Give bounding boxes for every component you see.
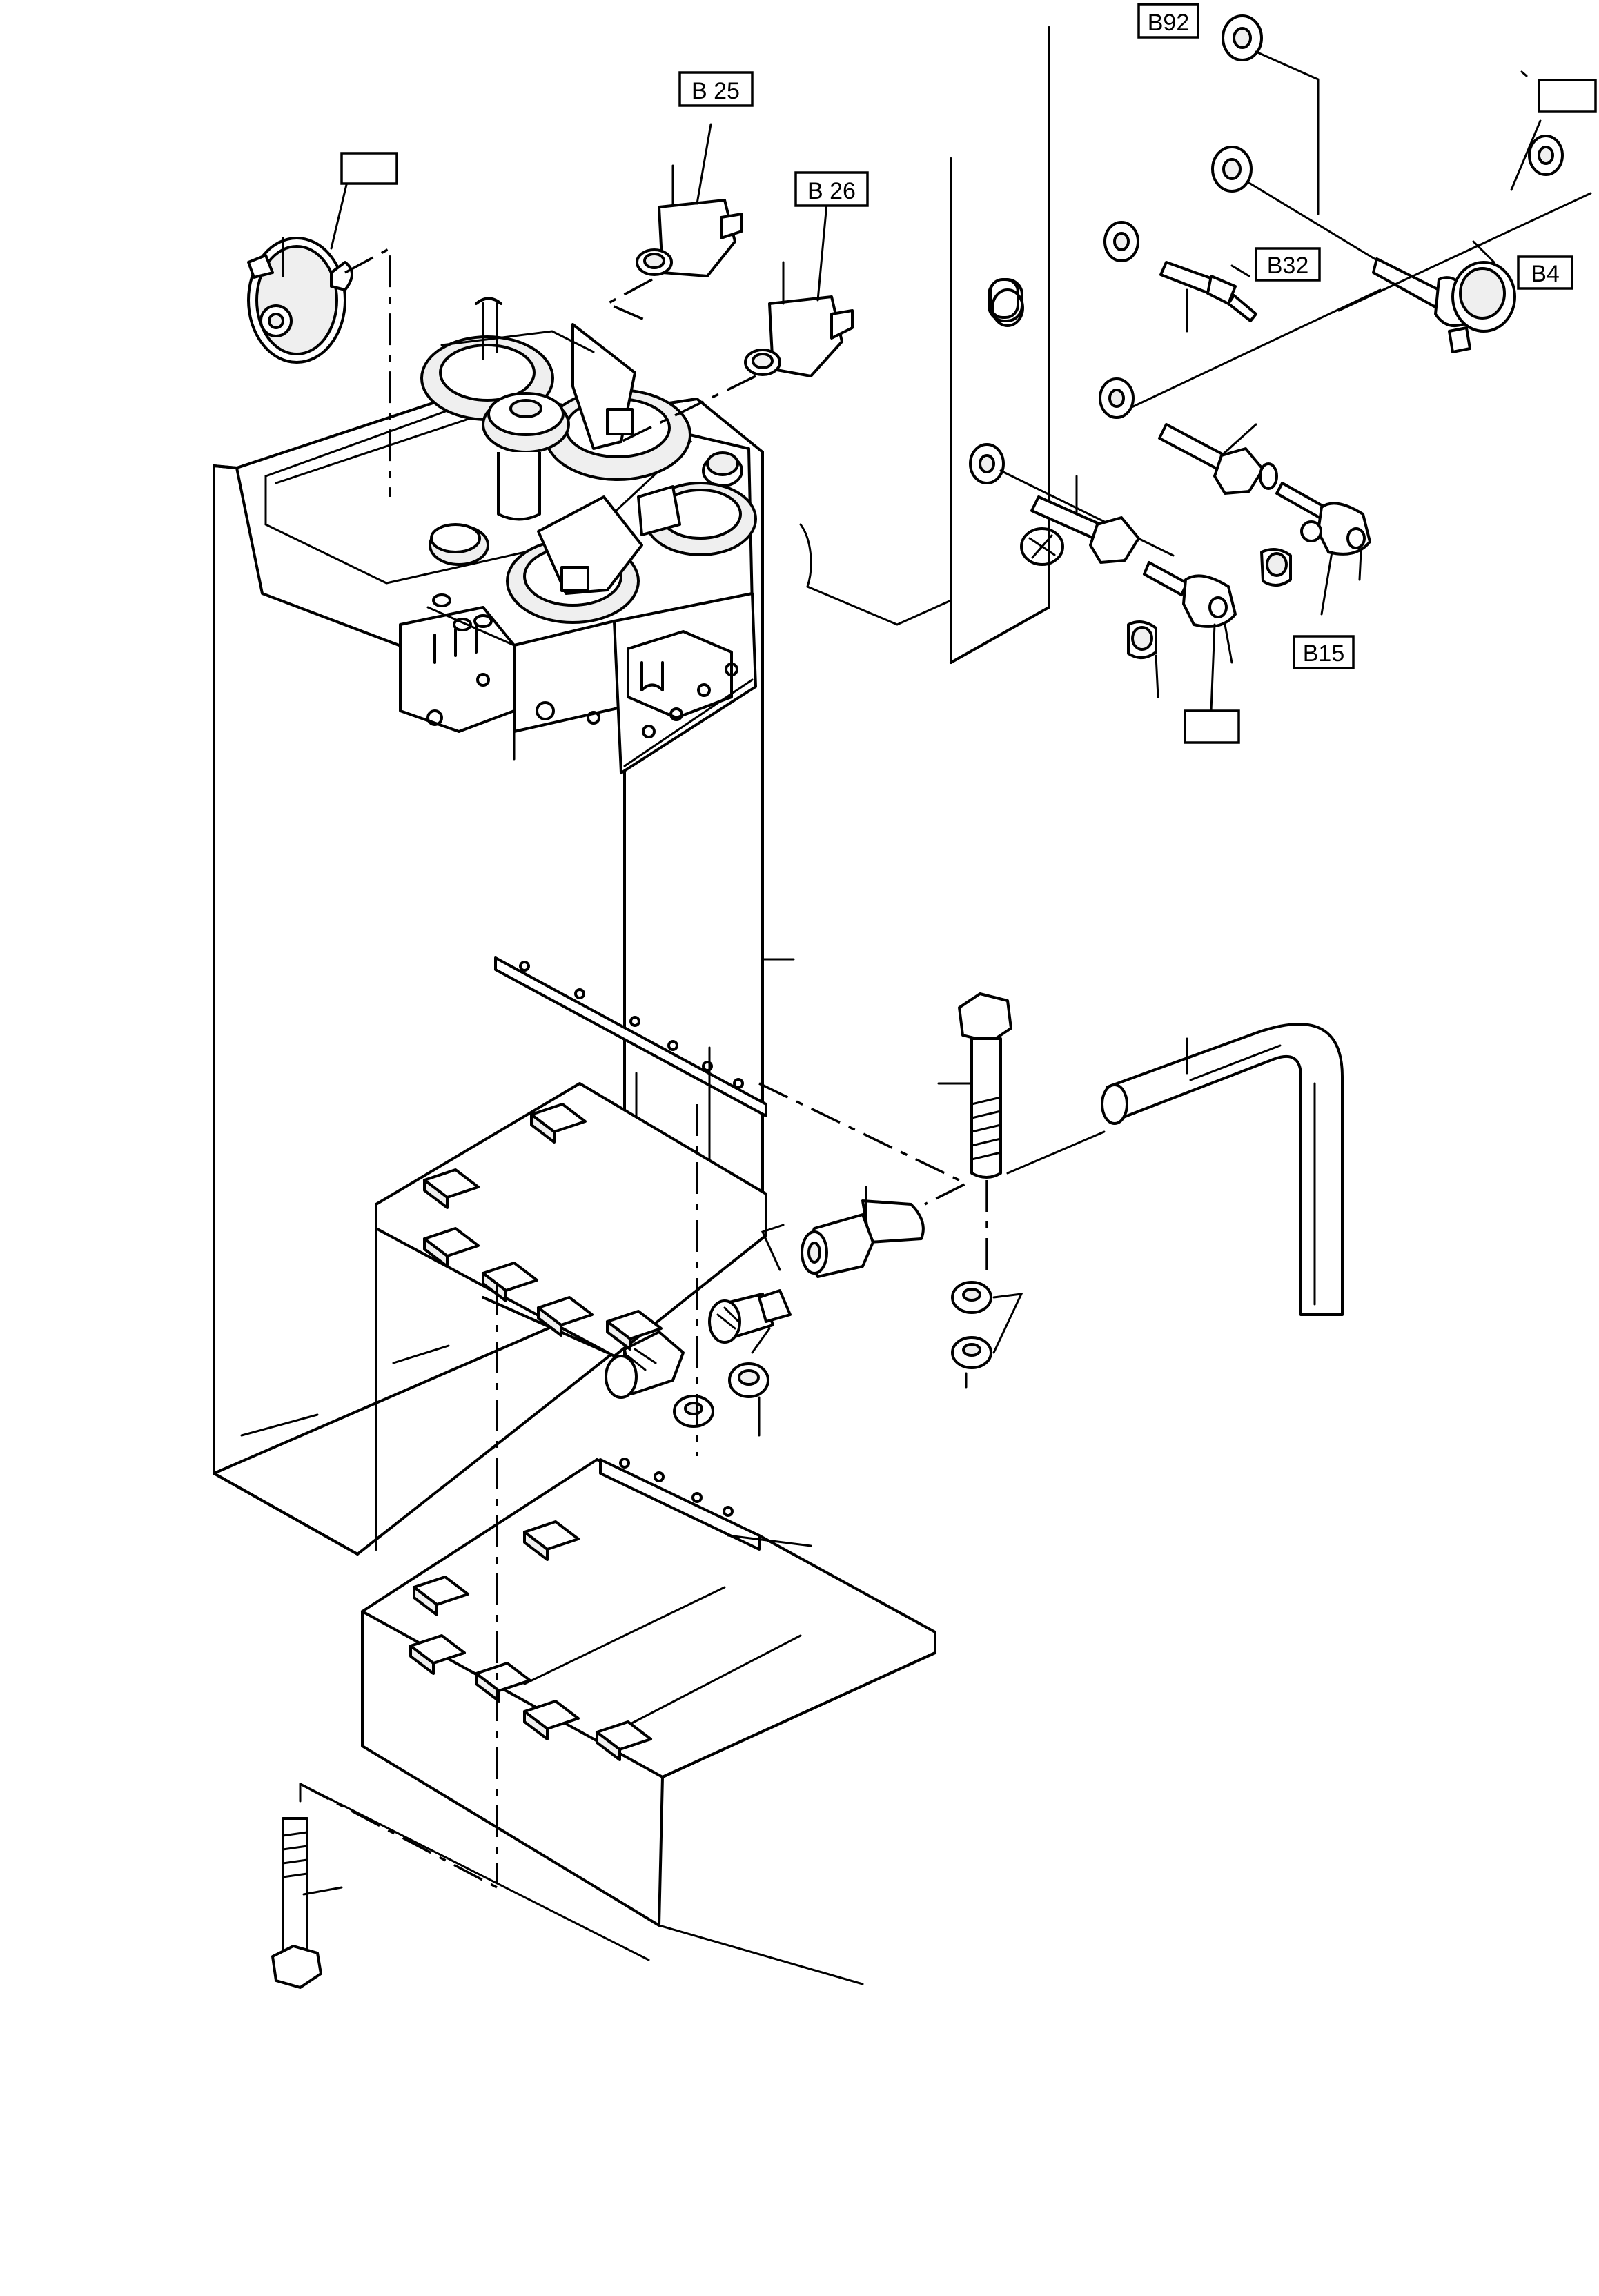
sensor-group-right — [969, 14, 1592, 712]
callout-blank-top-right — [1538, 79, 1597, 113]
mounting-bolt — [937, 992, 1023, 1389]
callout-blank-mid-right — [1184, 709, 1240, 744]
callout-b15-text: B15 — [1303, 640, 1345, 667]
valve-cube-lower — [560, 566, 589, 592]
panel-plug — [1020, 527, 1064, 566]
callout-b92: B92 — [1137, 3, 1199, 39]
callout-b25-text: B 25 — [691, 78, 740, 104]
callout-blank-top-left — [340, 152, 398, 185]
rotary-switch — [247, 175, 391, 497]
callout-b32-text: B32 — [1267, 253, 1309, 279]
callout-b4: B4 — [1517, 255, 1573, 290]
callout-b92-text: B92 — [1148, 10, 1190, 36]
background-panel — [799, 26, 1064, 664]
sensor-b25 — [604, 123, 743, 322]
callout-b15: B15 — [1293, 635, 1355, 669]
base-strip — [599, 1458, 761, 1551]
callout-b26: B 26 — [794, 171, 869, 207]
valve-cube — [606, 408, 634, 435]
callout-b4-text: B4 — [1531, 261, 1560, 287]
frame-bolt — [271, 1783, 650, 1989]
mounting-strip — [494, 956, 767, 1117]
callout-b32: B32 — [1255, 247, 1321, 282]
valve-block — [235, 297, 757, 774]
base-frame — [361, 1458, 936, 1985]
hydraulic-hose — [758, 1022, 1344, 1316]
sensor-b26 — [620, 202, 854, 443]
callout-b26-text: B 26 — [807, 178, 856, 204]
rubber-mounts — [409, 1103, 698, 1884]
callout-b25: B 25 — [678, 71, 754, 107]
